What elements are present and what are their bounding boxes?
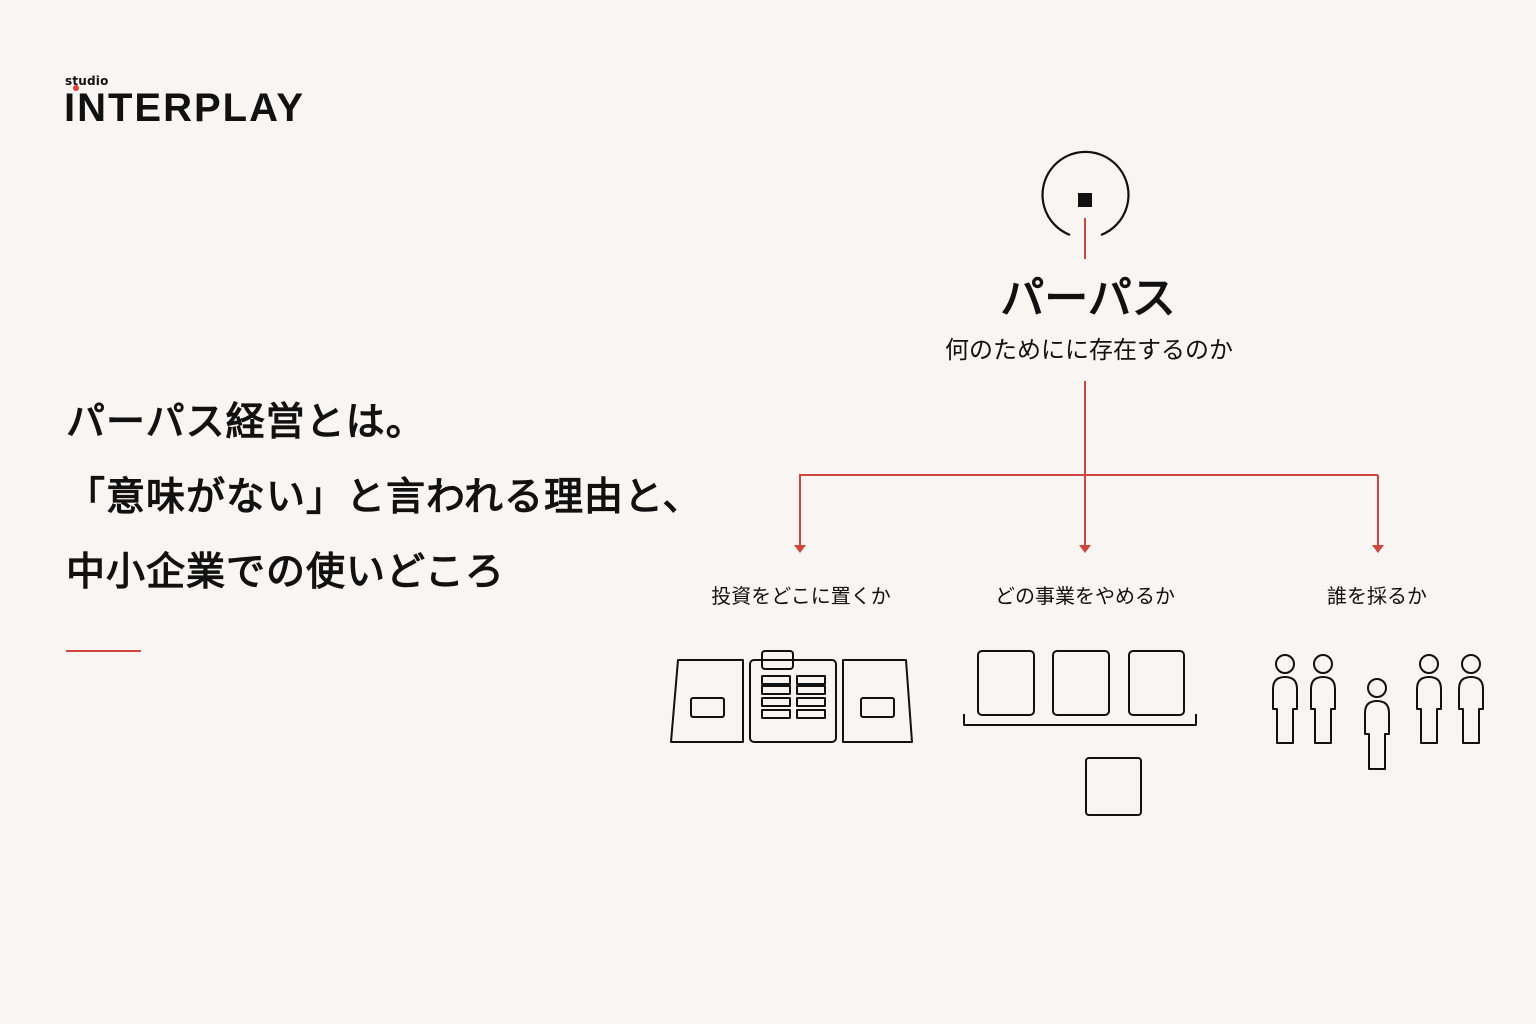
person-icon <box>1416 654 1442 744</box>
brand-logo: studio INTERPLAY <box>64 74 303 140</box>
headline-line-3: 中小企業での使いどころ <box>66 550 505 595</box>
branch-label-investment: 投資をどこに置くか <box>711 584 890 608</box>
person-icon <box>1310 654 1336 744</box>
people-icon <box>1272 654 1484 770</box>
purpose-symbol-icon <box>1041 150 1130 259</box>
headline-line-2: 「意味がない」と言われる理由と、 <box>66 475 703 520</box>
person-icon <box>1364 678 1390 770</box>
documents-icon <box>670 650 913 743</box>
brand-small: studio <box>65 74 109 88</box>
diagram-arrowheads <box>794 545 1384 553</box>
headline-line-1: パーパス経営とは。 <box>66 400 426 445</box>
headline-rule <box>66 650 141 652</box>
branch-label-business: どの事業をやめるか <box>995 584 1175 608</box>
diagram-subtitle: 何のためにに存在するのか <box>945 336 1233 364</box>
person-icon <box>1458 654 1484 744</box>
diagram-connectors <box>799 381 1379 548</box>
logo-accent-dot <box>73 85 79 91</box>
business-boxes-icon <box>963 650 1197 816</box>
branch-label-hiring: 誰を採るか <box>1327 584 1427 608</box>
headline: パーパス経営とは。 「意味がない」と言われる理由と、 中小企業での使いどころ <box>66 403 756 628</box>
diagram-title: パーパス <box>1000 273 1176 324</box>
brand-main: INTERPLAY <box>64 86 306 130</box>
person-icon <box>1272 654 1298 744</box>
